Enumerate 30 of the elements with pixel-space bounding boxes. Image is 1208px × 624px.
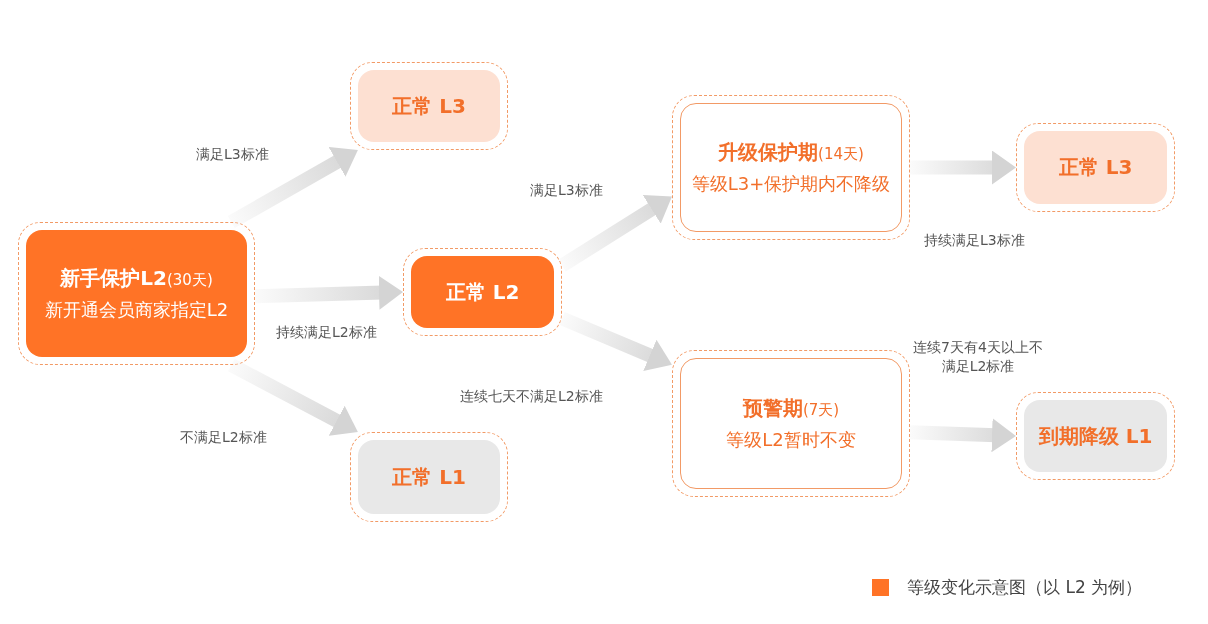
level-node [672,350,910,497]
node-title: 升级保护期(14天) [718,139,864,166]
node-title: 正常 L3 [1058,154,1133,181]
node-title: 到期降级 L1 [1038,422,1153,450]
level-node [18,222,255,365]
edge-label: 满足L3标准 [530,181,603,200]
edge-label: 连续7天有4天以上不满足L2标准 [912,338,1044,376]
level-node [1016,123,1175,212]
node-description: 等级L3+保护期内不降级 [691,172,891,196]
edge-label: 满足L3标准 [196,145,269,164]
edge-label: 不满足L2标准 [180,428,267,447]
node-title: 预警期(7天) [742,395,840,422]
level-node [350,62,508,150]
level-node [403,248,562,336]
level-node [672,95,910,240]
edge-label: 持续满足L3标准 [924,231,1025,250]
node-title: 正常 L2 [445,278,520,306]
level-node [350,432,508,522]
node-title: 正常 L1 [392,463,466,491]
legend-text: 等级变化示意图（以 L2 为例） [907,576,1143,599]
node-description: 新开通会员商家指定L2 [44,298,229,322]
level-node [1016,392,1175,480]
node-title: 新手保护L2(30天) [60,265,213,292]
edge-label: 持续满足L2标准 [276,323,377,342]
arrow [910,150,1016,185]
node-title: 正常 L3 [392,92,466,120]
arrow [909,418,1017,453]
edge-label: 连续七天不满足L2标准 [460,387,603,406]
arrow [559,311,675,372]
node-description: 等级L2暂时不变 [726,428,856,452]
